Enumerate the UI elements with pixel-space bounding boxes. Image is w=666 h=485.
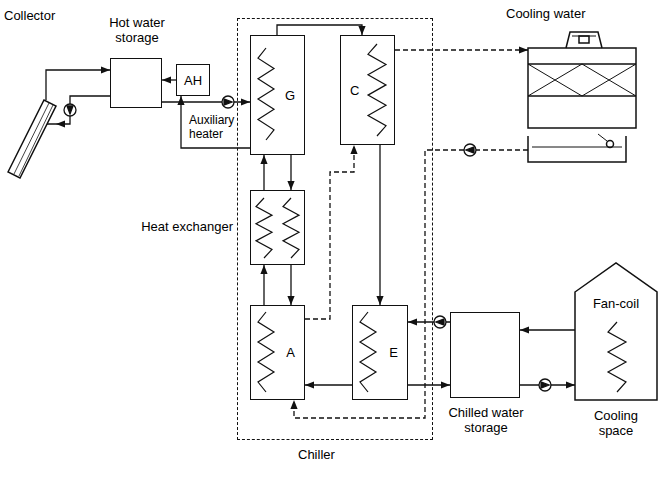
pipe-connector [181, 96, 250, 148]
cooling-tower [579, 36, 589, 43]
heater-box: AHAuxiliary heater [176, 64, 210, 96]
generator-box: G [250, 35, 305, 155]
solar-collector [8, 100, 56, 178]
pump-symbol [224, 99, 232, 105]
pump-symbol [539, 379, 551, 391]
node-caption: Fan-coil [575, 296, 657, 311]
node-caption: Chilled water storage [441, 405, 531, 435]
pump-symbol [67, 106, 73, 114]
pipe-connector [290, 155, 291, 190]
node-label: E [389, 345, 398, 360]
fan-coil-house: Fan-coilCooling space [575, 262, 657, 400]
node-label: A [286, 345, 295, 360]
evaporator-box: E [352, 305, 408, 400]
node-caption: Cooling water [506, 6, 616, 21]
pipe-connector [263, 155, 264, 190]
pump-symbol [434, 316, 446, 328]
condenser-box: C [340, 35, 395, 145]
storage-tank: Chilled water storage [450, 312, 520, 398]
node-caption: Collector [4, 8, 84, 23]
cooling-tower: Cooling water [528, 30, 636, 162]
node-caption: Cooling space [575, 408, 657, 438]
pipe-connector [379, 145, 380, 305]
heat-coil [608, 322, 626, 392]
pump-symbol [436, 319, 444, 325]
node-caption: Chiller [298, 447, 358, 462]
pipe-connector [162, 79, 176, 80]
pump-symbol [464, 144, 476, 156]
heat-coil [283, 198, 299, 258]
cooling-tower [566, 32, 602, 48]
node-caption: Hot water storage [97, 15, 177, 45]
heat-coil [368, 44, 386, 136]
pump-symbol [64, 104, 76, 116]
cooling-water-pipe [395, 49, 528, 50]
pipe-connector [263, 265, 264, 305]
chiller-boundary: ChillerGCHeat exchangerAE [237, 18, 433, 440]
connector-group [46, 25, 575, 418]
cooling-water-pipe [305, 145, 354, 319]
storage-tank: Hot water storage [110, 58, 162, 108]
pipe-connector [277, 25, 362, 35]
cooling-tower [607, 141, 614, 148]
node-label: C [350, 83, 359, 98]
pipe-connector [56, 96, 110, 124]
heat-coil [360, 312, 376, 392]
node-caption: Heat exchanger [133, 219, 233, 234]
pump-symbol [64, 96, 551, 391]
cooling-tower [528, 64, 636, 96]
pump-symbol [222, 96, 234, 108]
solar-collector: Collector [8, 100, 56, 180]
cooling-water-pipe [294, 150, 528, 418]
heat-coil [258, 312, 274, 392]
cooling-tower [528, 32, 636, 162]
absorber-box: A [250, 305, 305, 400]
cooling-tower [528, 48, 636, 128]
cooling-tower [528, 64, 636, 96]
pipe-connector [305, 384, 352, 385]
house-outline [575, 263, 657, 400]
heat-exchanger-box: Heat exchanger [250, 190, 305, 265]
solar-collector [47, 123, 56, 125]
node-label: G [285, 88, 295, 103]
pipe-connector [520, 329, 575, 330]
node-caption: Auxiliary heater [189, 113, 237, 141]
node-label: AH [184, 73, 202, 88]
pipe-connector [290, 265, 291, 305]
solar-collector [8, 100, 56, 178]
solar-collector [14, 103, 53, 176]
cooling-tower [572, 36, 596, 37]
pump-symbol [466, 147, 474, 153]
pump-symbol [541, 382, 549, 388]
cooling-tower [598, 134, 607, 141]
cooling-tower [528, 136, 626, 162]
heat-coil [256, 44, 626, 392]
heat-coil [256, 198, 272, 258]
heat-coil [258, 48, 274, 140]
pipe-connector [408, 384, 450, 385]
house-outline [575, 262, 657, 400]
